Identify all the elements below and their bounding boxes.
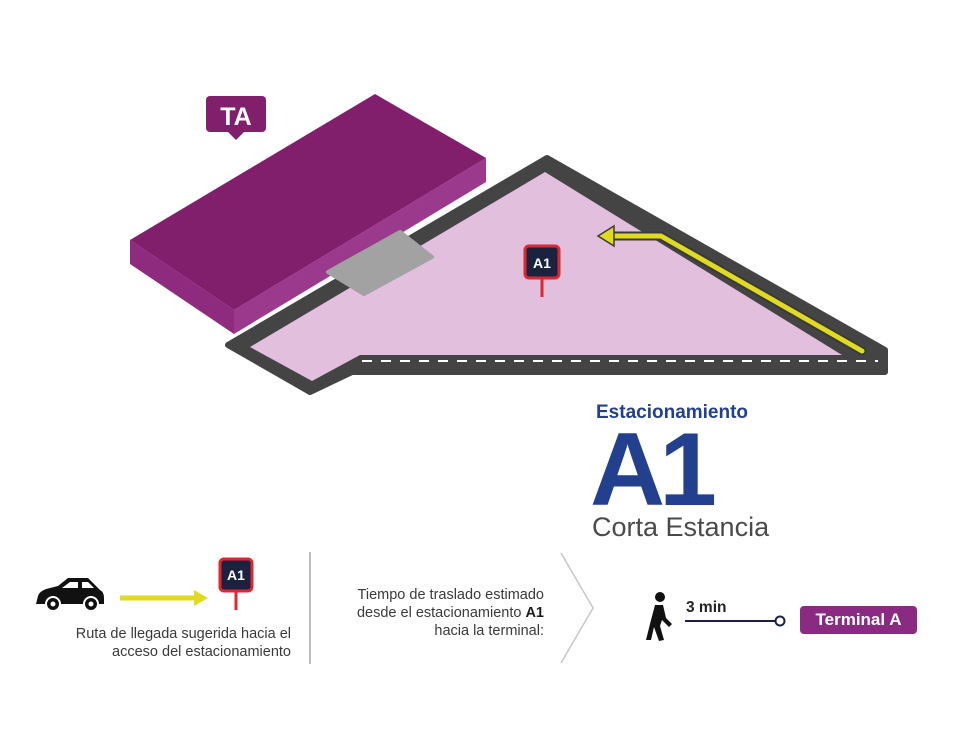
route-description: Ruta de llegada sugerida hacia el acceso… (0, 625, 291, 661)
walking-person-icon (646, 592, 672, 641)
time-line-2-prefix: desde el estacionamiento (356, 605, 526, 621)
walk-time: 3 min (686, 599, 727, 616)
map-route-arrow-icon (596, 224, 867, 356)
location-pin-icon (774, 615, 786, 627)
parking-sign-icon: A1 (218, 557, 254, 610)
time-line-2-code: A1 (525, 605, 544, 621)
route-line-2: acceso del estacionamiento (112, 644, 291, 660)
time-line-1: Tiempo de traslado estimado (357, 587, 544, 603)
destination-badge: Terminal A (800, 606, 917, 634)
time-line-2: desde el estacionamiento A1 (284, 604, 544, 622)
terminal-marker-label: TA (220, 103, 251, 131)
route-arrow-icon (120, 590, 208, 606)
terminal-walkway (326, 230, 434, 296)
legend-parking-sign-label: A1 (227, 567, 245, 583)
map-parking-sign-icon: A1 (523, 244, 561, 297)
car-icon (36, 578, 104, 612)
parking-subtitle: Corta Estancia (592, 512, 770, 542)
route-line-1: Ruta de llegada sugerida hacia el (75, 626, 291, 642)
parking-code: A1 (590, 412, 717, 528)
map-parking-sign-label: A1 (533, 255, 551, 271)
chevron-right-icon (560, 552, 594, 664)
parking-kicker: Estacionamiento (596, 402, 749, 423)
time-line-3: hacia la terminal: (434, 623, 544, 639)
transfer-time-description: Tiempo de traslado estimado desde el est… (284, 586, 544, 640)
terminal-a-building (130, 94, 486, 334)
terminal-marker: TA (206, 96, 266, 140)
